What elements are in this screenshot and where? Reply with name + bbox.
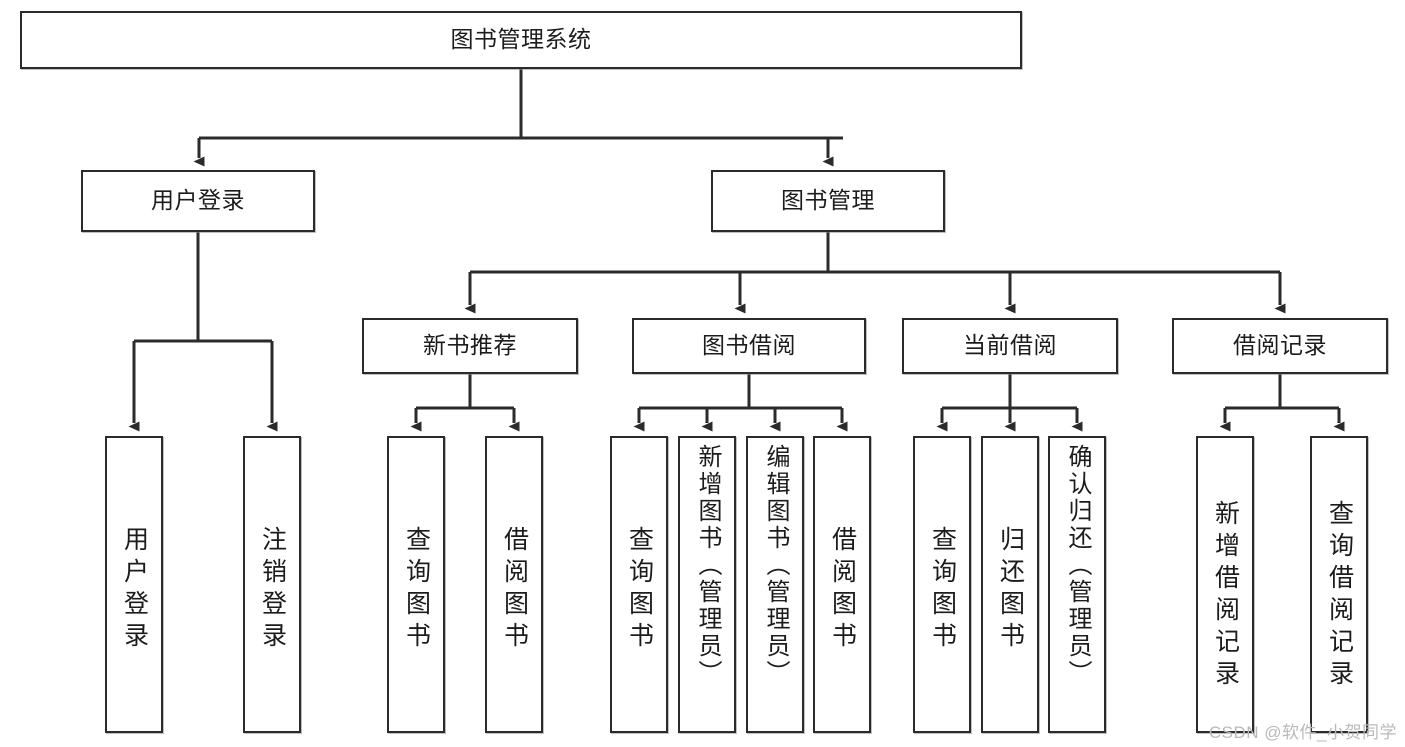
node-leaf-confirm-return-admin[interactable]: 确认归还（管理员）	[1048, 436, 1106, 733]
node-book-manage[interactable]: 图书管理	[711, 170, 945, 232]
node-current-borrow-label: 当前借阅	[963, 332, 1057, 359]
node-new-book-recommend-label: 新书推荐	[423, 332, 517, 359]
node-leaf-add-borrow-record[interactable]: 新增借阅记录	[1196, 436, 1254, 733]
node-current-borrow[interactable]: 当前借阅	[902, 318, 1118, 374]
node-leaf-edit-book-admin-label: 编辑图书（管理员）	[762, 444, 789, 687]
csdn-watermark: CSDN @软件_小贺同学	[1208, 723, 1397, 742]
node-leaf-logout[interactable]: 注销登录	[243, 436, 301, 733]
node-leaf-confirm-return-admin-label: 确认归还（管理员）	[1064, 444, 1091, 687]
node-root[interactable]: 图书管理系统	[20, 11, 1022, 69]
node-user-login[interactable]: 用户登录	[81, 170, 315, 232]
node-leaf-borrow-book-recommend-label: 借阅图书	[500, 526, 529, 654]
node-leaf-user-login[interactable]: 用户登录	[105, 436, 163, 733]
node-leaf-edit-book-admin[interactable]: 编辑图书（管理员）	[746, 436, 804, 733]
node-book-borrow[interactable]: 图书借阅	[632, 318, 866, 374]
node-leaf-borrow-book[interactable]: 借阅图书	[813, 436, 871, 733]
node-new-book-recommend[interactable]: 新书推荐	[362, 318, 578, 374]
node-leaf-logout-label: 注销登录	[258, 526, 287, 654]
node-leaf-add-borrow-record-label: 新增借阅记录	[1211, 500, 1240, 692]
node-leaf-query-book-borrow-label: 查询图书	[625, 526, 654, 654]
node-leaf-query-book-current[interactable]: 查询图书	[913, 436, 971, 733]
node-user-login-label: 用户登录	[151, 187, 245, 214]
node-book-manage-label: 图书管理	[781, 187, 875, 214]
node-leaf-borrow-book-recommend[interactable]: 借阅图书	[485, 436, 543, 733]
node-leaf-return-book[interactable]: 归还图书	[981, 436, 1039, 733]
node-leaf-user-login-label: 用户登录	[120, 526, 149, 654]
node-leaf-query-book-recommend[interactable]: 查询图书	[387, 436, 445, 733]
node-leaf-query-borrow-record[interactable]: 查询借阅记录	[1310, 436, 1368, 733]
node-root-label: 图书管理系统	[450, 26, 592, 53]
node-leaf-query-book-recommend-label: 查询图书	[402, 526, 431, 654]
node-leaf-query-borrow-record-label: 查询借阅记录	[1325, 500, 1354, 692]
node-borrow-record-label: 借阅记录	[1233, 332, 1327, 359]
node-leaf-return-book-label: 归还图书	[996, 526, 1025, 654]
node-leaf-query-book-current-label: 查询图书	[928, 526, 957, 654]
node-leaf-query-book-borrow[interactable]: 查询图书	[610, 436, 668, 733]
node-borrow-record[interactable]: 借阅记录	[1172, 318, 1388, 374]
node-book-borrow-label: 图书借阅	[702, 332, 796, 359]
node-leaf-borrow-book-label: 借阅图书	[828, 526, 857, 654]
node-leaf-add-book-admin-label: 新增图书（管理员）	[694, 444, 721, 687]
node-leaf-add-book-admin[interactable]: 新增图书（管理员）	[678, 436, 736, 733]
